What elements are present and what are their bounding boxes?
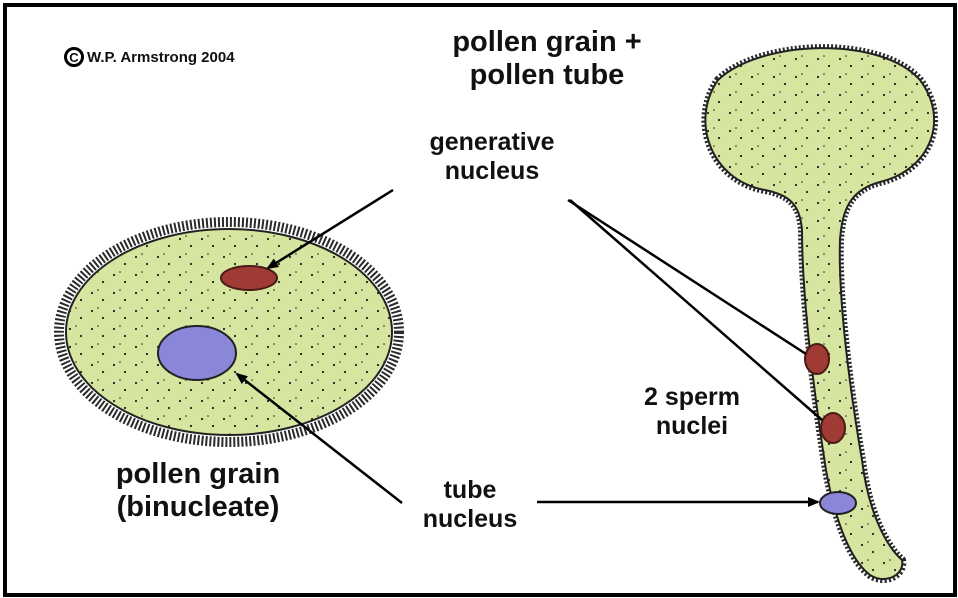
grain-label-line-1: pollen grain <box>78 458 318 491</box>
sperm-nucleus-2 <box>821 413 845 443</box>
copyright-notice: C W.P. Armstrong 2004 <box>64 47 235 67</box>
sperm-nucleus-1 <box>805 344 829 374</box>
pointer-generative-to-sperm-1 <box>568 200 806 354</box>
pollen-grain-with-tube <box>705 48 934 579</box>
pollen-grain <box>59 222 399 442</box>
sperm-label-line-2: nuclei <box>612 412 772 441</box>
sperm-label-line-1: 2 sperm <box>612 383 772 412</box>
tube-nucleus-label: tube nucleus <box>395 476 545 534</box>
copyright-text: W.P. Armstrong 2004 <box>87 49 235 66</box>
sperm-nuclei-label: 2 sperm nuclei <box>612 383 772 441</box>
title-label: pollen grain + pollen tube <box>412 26 682 93</box>
title-line-1: pollen grain + <box>412 26 682 59</box>
generative-nucleus-label: generative nucleus <box>392 128 592 186</box>
generative-label-line-1: generative <box>392 128 592 157</box>
generative-nucleus-grain <box>221 266 277 290</box>
tube-nucleus-tube <box>820 492 856 514</box>
copyright-icon: C <box>64 47 84 67</box>
tube-label-line-2: nucleus <box>395 505 545 534</box>
grain-label-line-2: (binucleate) <box>78 491 318 524</box>
pollen-grain-label: pollen grain (binucleate) <box>78 458 318 525</box>
generative-label-line-2: nucleus <box>392 157 592 186</box>
tube-label-line-1: tube <box>395 476 545 505</box>
title-line-2: pollen tube <box>412 59 682 92</box>
tube-nucleus-grain <box>158 326 236 380</box>
